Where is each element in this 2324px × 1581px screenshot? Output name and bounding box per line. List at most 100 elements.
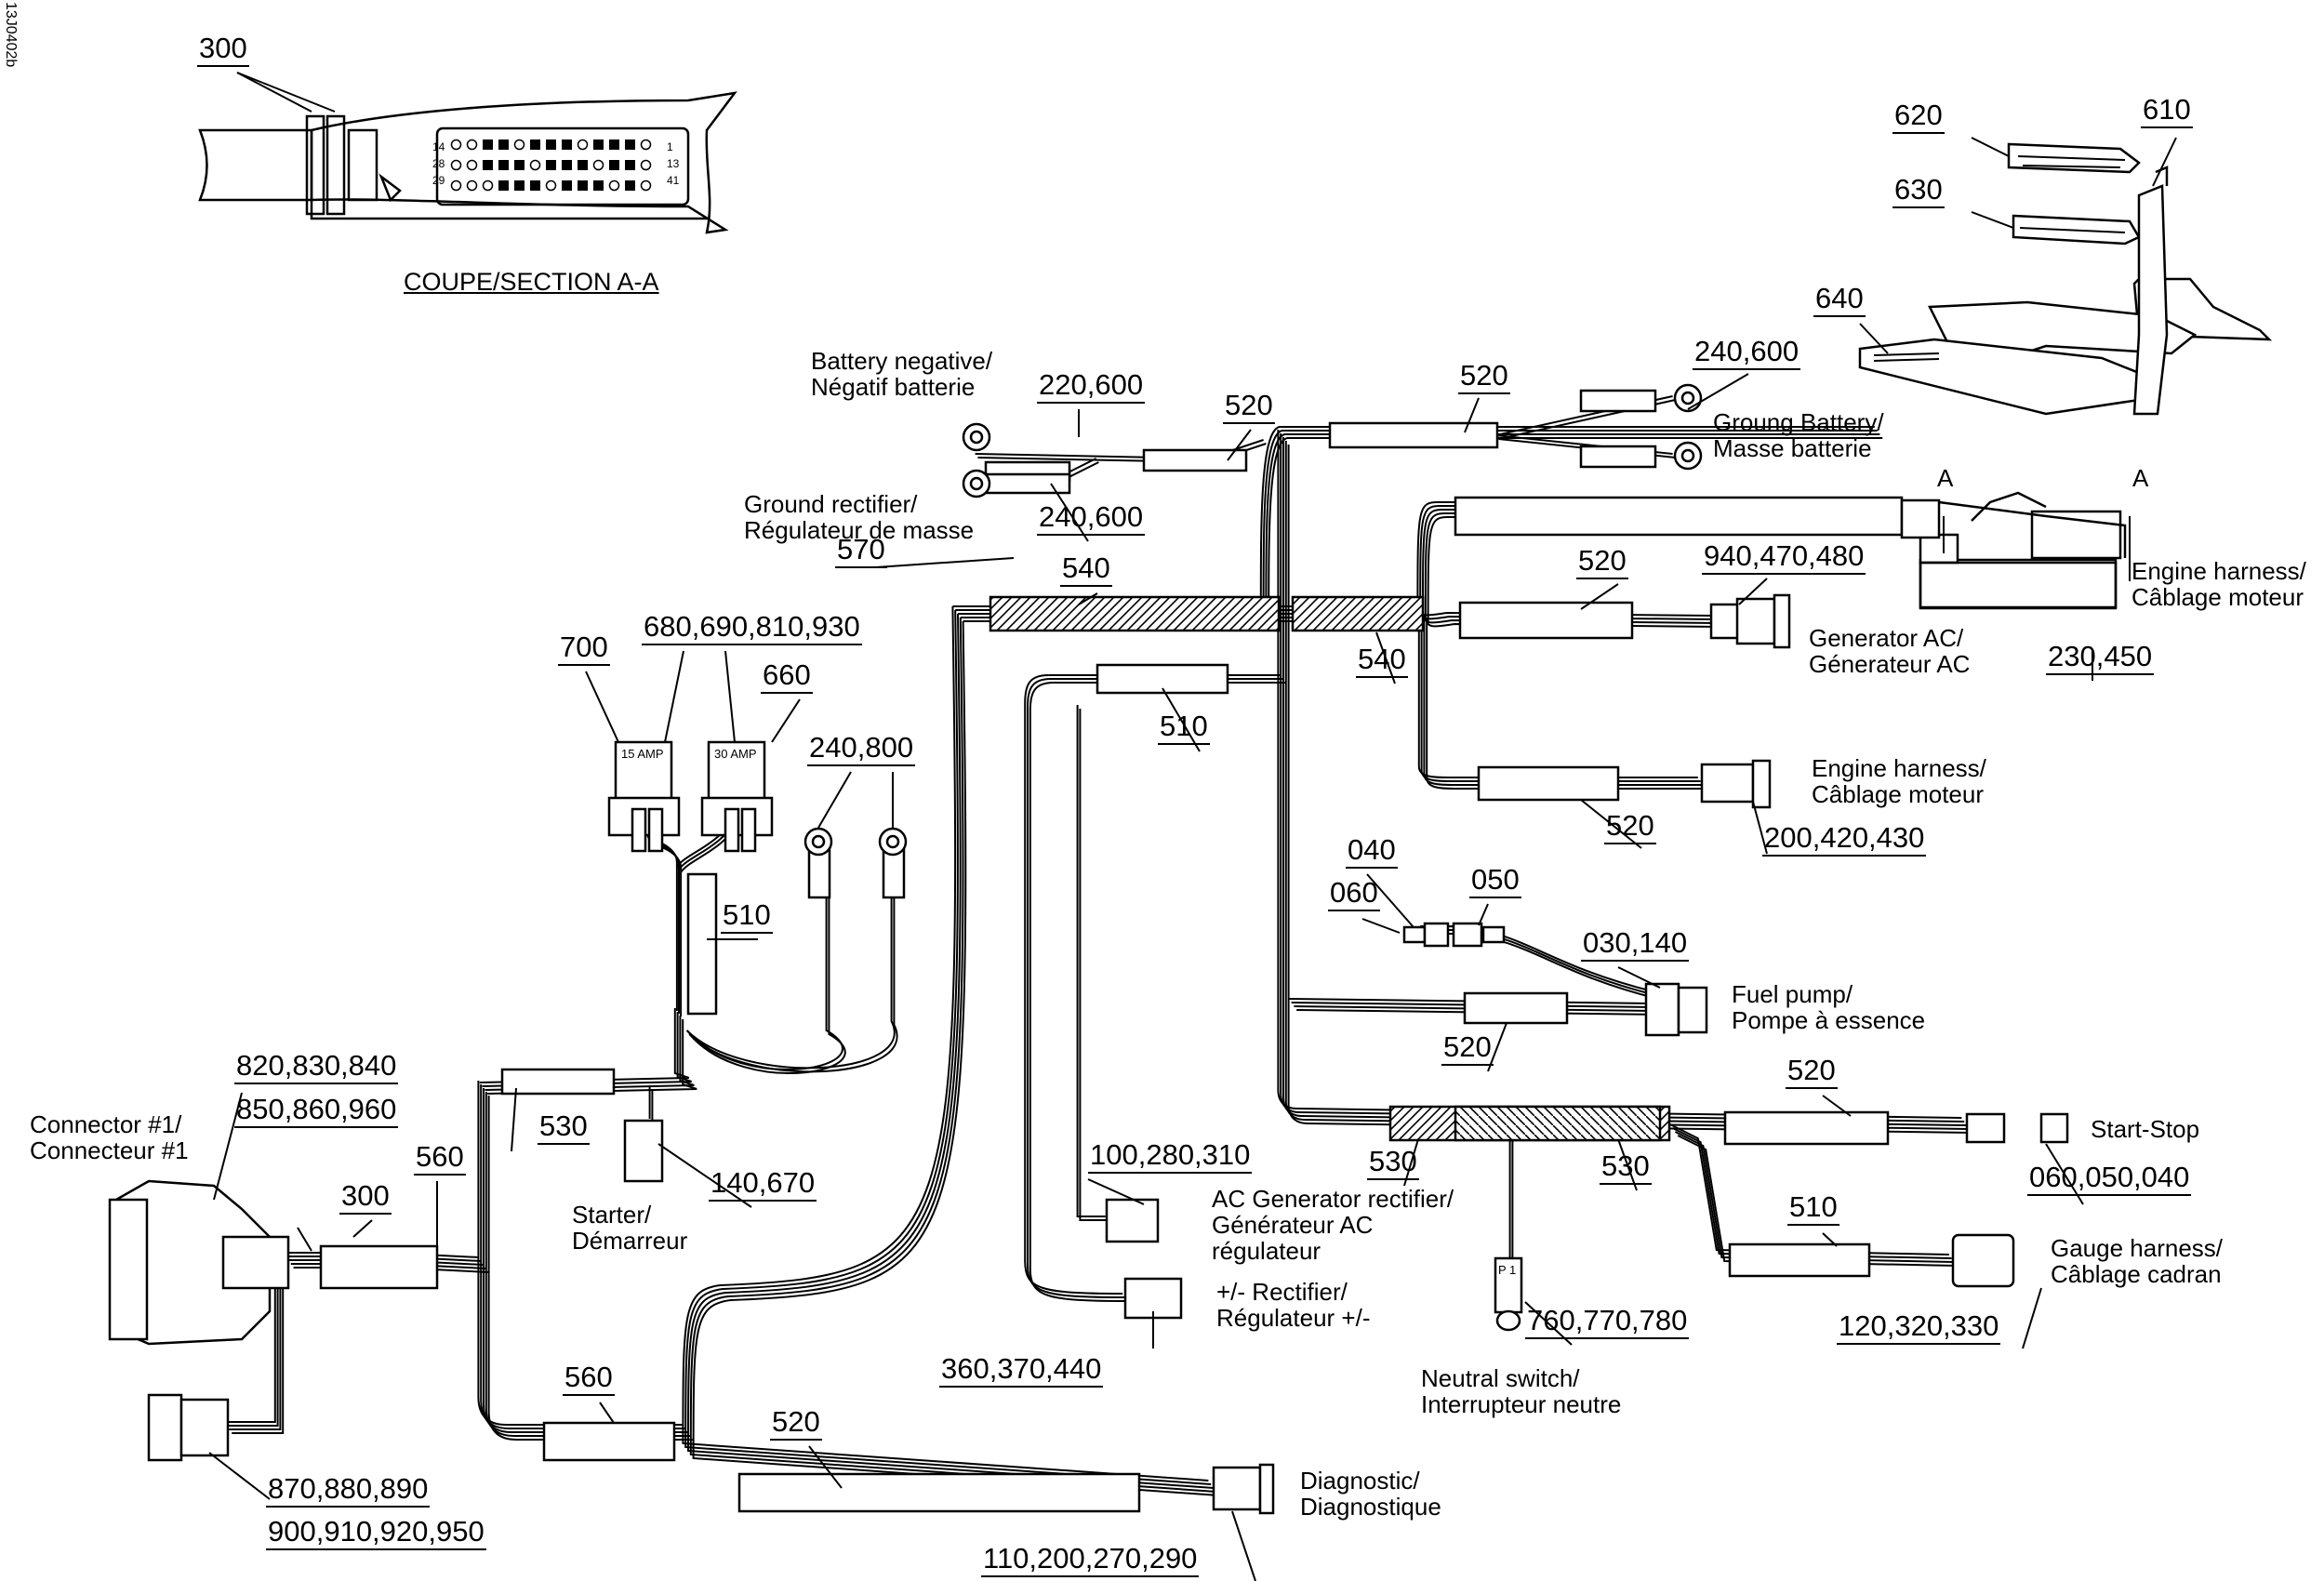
callout-560-bottom: 560	[563, 1362, 615, 1396]
pin-label-41: 41	[667, 174, 680, 187]
connector-pin-empty	[608, 179, 620, 192]
tape-520-start	[1723, 1110, 1890, 1146]
callout-100280310: 100,280,310	[1088, 1140, 1253, 1174]
callout-120320330: 120,320,330	[1837, 1311, 2001, 1345]
rectifier-wire	[1029, 682, 1128, 1302]
leader-line	[236, 72, 312, 113]
callout-540-right: 540	[1356, 644, 1408, 678]
callout-530-right: 530	[1600, 1151, 1652, 1185]
leader-line	[236, 72, 336, 113]
ring-hole	[811, 834, 826, 849]
leader-line	[352, 1219, 373, 1238]
switch-pin-1: 1	[1509, 1263, 1516, 1277]
diag-wire	[682, 605, 1209, 1481]
tape-520-fuel	[1463, 991, 1569, 1025]
rectifier-wire	[1027, 678, 1126, 1298]
leader-line	[771, 698, 801, 743]
connector-teeth	[1873, 155, 2126, 362]
tape-560-bottom	[542, 1421, 676, 1462]
leader-line	[1859, 323, 1889, 354]
callout-300-top: 300	[197, 33, 249, 67]
callout-530-left: 530	[538, 1111, 590, 1145]
callout-850860960: 850,860,960	[234, 1095, 399, 1128]
connector-pin	[530, 180, 540, 191]
connector-group-610-640	[1858, 142, 2273, 416]
callout-510-mid: 510	[1158, 711, 1210, 745]
callout-520-top-left: 520	[1223, 391, 1275, 424]
leader-line	[2152, 137, 2177, 187]
lower-left-wire	[487, 1096, 694, 1441]
callout-870880890: 870,880,890	[266, 1474, 431, 1508]
ring-terminals	[803, 383, 1703, 857]
callout-040: 040	[1346, 835, 1398, 869]
label-starter: Starter/Démarreur	[572, 1201, 688, 1256]
connector-pin	[578, 160, 588, 170]
connector-pin	[593, 140, 604, 150]
callout-940470480: 940,470,480	[1702, 541, 1866, 575]
leader-line	[208, 1452, 271, 1500]
connector-pin	[498, 180, 509, 191]
label-ground-rectifier: Ground rectifier/Régulateur de masse	[744, 490, 975, 545]
connector-pin	[609, 140, 619, 150]
diag-wire	[684, 609, 1212, 1485]
engine-harness-top-connector	[1919, 558, 2118, 610]
callout-220600: 220,600	[1037, 370, 1146, 404]
braid-540-left	[989, 595, 1281, 632]
tape-530-left	[500, 1068, 616, 1096]
callout-520-fuel: 520	[1441, 1032, 1494, 1066]
leader-line	[1366, 873, 1414, 928]
callout-570: 570	[835, 535, 887, 568]
callout-510-gauge: 510	[1787, 1192, 1839, 1226]
diag-wire	[686, 613, 1215, 1489]
connector-pin	[498, 140, 509, 150]
leader-line	[1403, 1138, 1419, 1187]
callout-900910920950: 900,910,920,950	[266, 1517, 486, 1550]
leader-line	[1822, 1232, 1838, 1247]
leader-line	[599, 1402, 615, 1424]
connector-pin-empty	[482, 179, 494, 192]
connector-pin	[514, 160, 525, 170]
engine-mid-wire	[1423, 616, 1704, 786]
connector-pin	[498, 160, 509, 170]
connector-pin	[625, 180, 635, 191]
pin-label-1: 1	[667, 140, 673, 153]
ring-hole	[969, 476, 984, 491]
ring-wire-b	[688, 895, 898, 1073]
callout-360370440: 360,370,440	[939, 1354, 1104, 1388]
section-marker-right: A	[2132, 464, 2149, 492]
connector-pin	[483, 160, 493, 170]
leader-line	[1464, 397, 1480, 433]
leader-line	[1687, 373, 1749, 410]
conn2-wire	[232, 1275, 285, 1434]
main-down-wire	[1287, 445, 1972, 1134]
tape-gnd-batt-b	[1579, 445, 1657, 469]
leader-line	[2022, 1287, 2042, 1349]
pin-label-28: 28	[432, 157, 445, 170]
callout-230450: 230,450	[2046, 642, 2155, 675]
label-rectifier-pm: +/- Rectifier/Régulateur +/-	[1216, 1278, 1371, 1333]
pin-label-14: 14	[432, 140, 445, 153]
harness-components	[108, 491, 2127, 1515]
tape-520-top-left	[1142, 448, 1248, 472]
connector-pin-empty	[545, 179, 557, 192]
leader-line	[585, 671, 619, 743]
diag-wire	[689, 617, 1216, 1493]
callout-leaders	[208, 72, 2177, 1581]
connector-pin	[609, 160, 619, 170]
connector-pin	[562, 140, 572, 150]
label-engine-harness-top: Engine harness/Câblage moteur	[2131, 557, 2306, 612]
connector-pin	[562, 180, 572, 191]
conn2-wire	[229, 1271, 282, 1430]
callout-630: 630	[1892, 175, 1945, 208]
ring-hole	[1680, 448, 1695, 463]
callout-300-mid: 300	[339, 1181, 392, 1215]
connector-pin	[625, 160, 635, 170]
label-neutral-switch: Neutral switch/Interrupteur neutre	[1421, 1364, 1622, 1419]
leader-line	[1971, 137, 2010, 157]
label-engine-harness-mid: Engine harness/Câblage moteur	[1812, 754, 1986, 809]
leader-line	[1231, 1510, 1256, 1581]
section-a-a-detail	[198, 91, 737, 234]
callout-520-top-right: 520	[1458, 361, 1510, 394]
leader-line	[1162, 687, 1201, 752]
